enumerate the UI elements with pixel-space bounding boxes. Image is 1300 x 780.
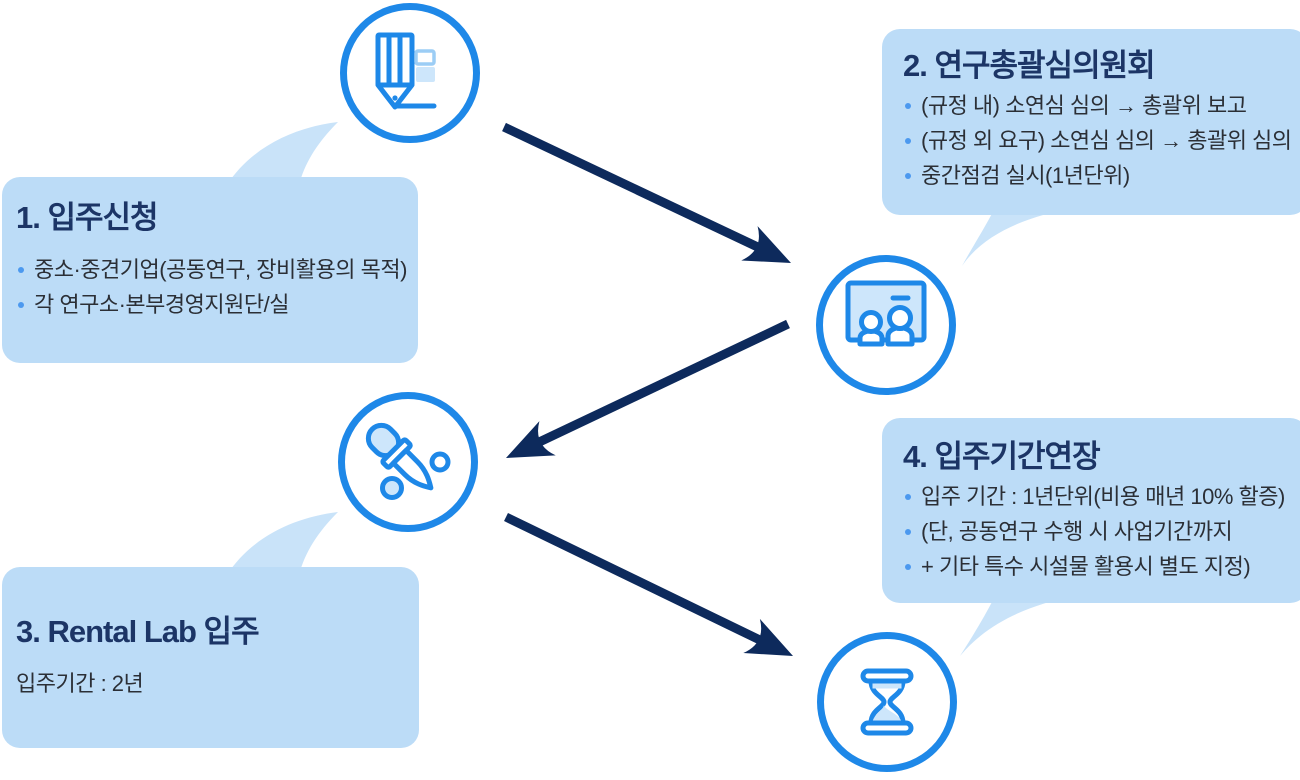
list-item: (규정 외 요구) 소연심 심의 → 총괄위 심의 (903, 123, 1300, 158)
bullet-dot (905, 563, 911, 570)
arrow-step1-to-step2 (502, 122, 791, 263)
bullet-dot (18, 301, 24, 308)
arrow-step3-to-step4 (504, 512, 793, 656)
callout-tail-step3 (227, 512, 338, 575)
step-1-bullets: 중소·중견기업(공동연구, 장비활용의 목적) 각 연구소·본부경영지원단/실 (16, 252, 418, 322)
step-3-node (338, 392, 478, 532)
bullet-text: 중간점검 실시(1년단위) (921, 162, 1130, 188)
list-item: 각 연구소·본부경영지원단/실 (16, 287, 418, 322)
step-2-callout: 2. 연구총괄심의원회 (규정 내) 소연심 심의 → 총괄위 보고 (규정 외… (882, 29, 1300, 215)
list-item: 중간점검 실시(1년단위) (903, 158, 1300, 193)
step-1-title: 1. 입주신청 (16, 200, 159, 235)
step-3-callout: 3. Rental Lab 입주 입주기간 : 2년 (2, 567, 419, 748)
bullet-text: + 기타 특수 시설물 활용시 별도 지정) (921, 553, 1251, 579)
list-item: 입주 기간 : 1년단위(비용 매년 10% 할증) (903, 479, 1300, 514)
list-item: (단, 공동연구 수행 시 사업기간까지 (903, 514, 1300, 549)
step-3-note: 입주기간 : 2년 (16, 670, 144, 696)
list-item: (규정 내) 소연심 심의 → 총괄위 보고 (903, 88, 1300, 123)
bullet-dot (18, 266, 24, 273)
bullet-dot (905, 528, 911, 535)
arrow-step2-to-step3 (506, 319, 790, 458)
step-4-bullets: 입주 기간 : 1년단위(비용 매년 10% 할증) (단, 공동연구 수행 시… (903, 479, 1300, 584)
bullet-text: 중소·중견기업(공동연구, 장비활용의 목적) (34, 256, 407, 282)
callout-tail-step2 (962, 208, 1073, 266)
presentation-board-icon (845, 280, 927, 347)
step-4-callout: 4. 입주기간연장 입주 기간 : 1년단위(비용 매년 10% 할증) (단,… (882, 418, 1300, 603)
list-item: 중소·중견기업(공동연구, 장비활용의 목적) (16, 252, 418, 287)
step-2-title: 2. 연구총괄심의원회 (903, 48, 1156, 83)
callout-tail-step4 (960, 596, 1073, 656)
step-4-title: 4. 입주기간연장 (903, 439, 1101, 474)
bullet-dot (905, 493, 911, 500)
step-3-title: 3. Rental Lab 입주 (16, 614, 260, 649)
step-2-bullets: (규정 내) 소연심 심의 → 총괄위 보고 (규정 외 요구) 소연심 심의 … (903, 88, 1300, 193)
dropper-icon (365, 422, 451, 500)
hourglass-icon (860, 668, 914, 736)
step-4-node (817, 632, 957, 772)
bullet-dot (905, 137, 911, 144)
pencil-form-icon (375, 32, 437, 110)
bullet-dot (905, 102, 911, 109)
bullet-text: (규정 외 요구) 소연심 심의 → 총괄위 심의 (921, 127, 1292, 153)
bullet-dot (905, 172, 911, 179)
callout-tail-step1 (227, 122, 338, 185)
bullet-text: (규정 내) 소연심 심의 → 총괄위 보고 (921, 92, 1247, 118)
step-1-callout: 1. 입주신청 중소·중견기업(공동연구, 장비활용의 목적) 각 연구소·본부… (2, 177, 418, 363)
list-item: + 기타 특수 시설물 활용시 별도 지정) (903, 549, 1300, 584)
step-2-node (816, 255, 956, 395)
bullet-text: 입주 기간 : 1년단위(비용 매년 10% 할증) (921, 483, 1285, 509)
bullet-text: 각 연구소·본부경영지원단/실 (34, 291, 289, 317)
step-1-node (340, 3, 480, 143)
bullet-text: (단, 공동연구 수행 시 사업기간까지 (921, 518, 1233, 544)
